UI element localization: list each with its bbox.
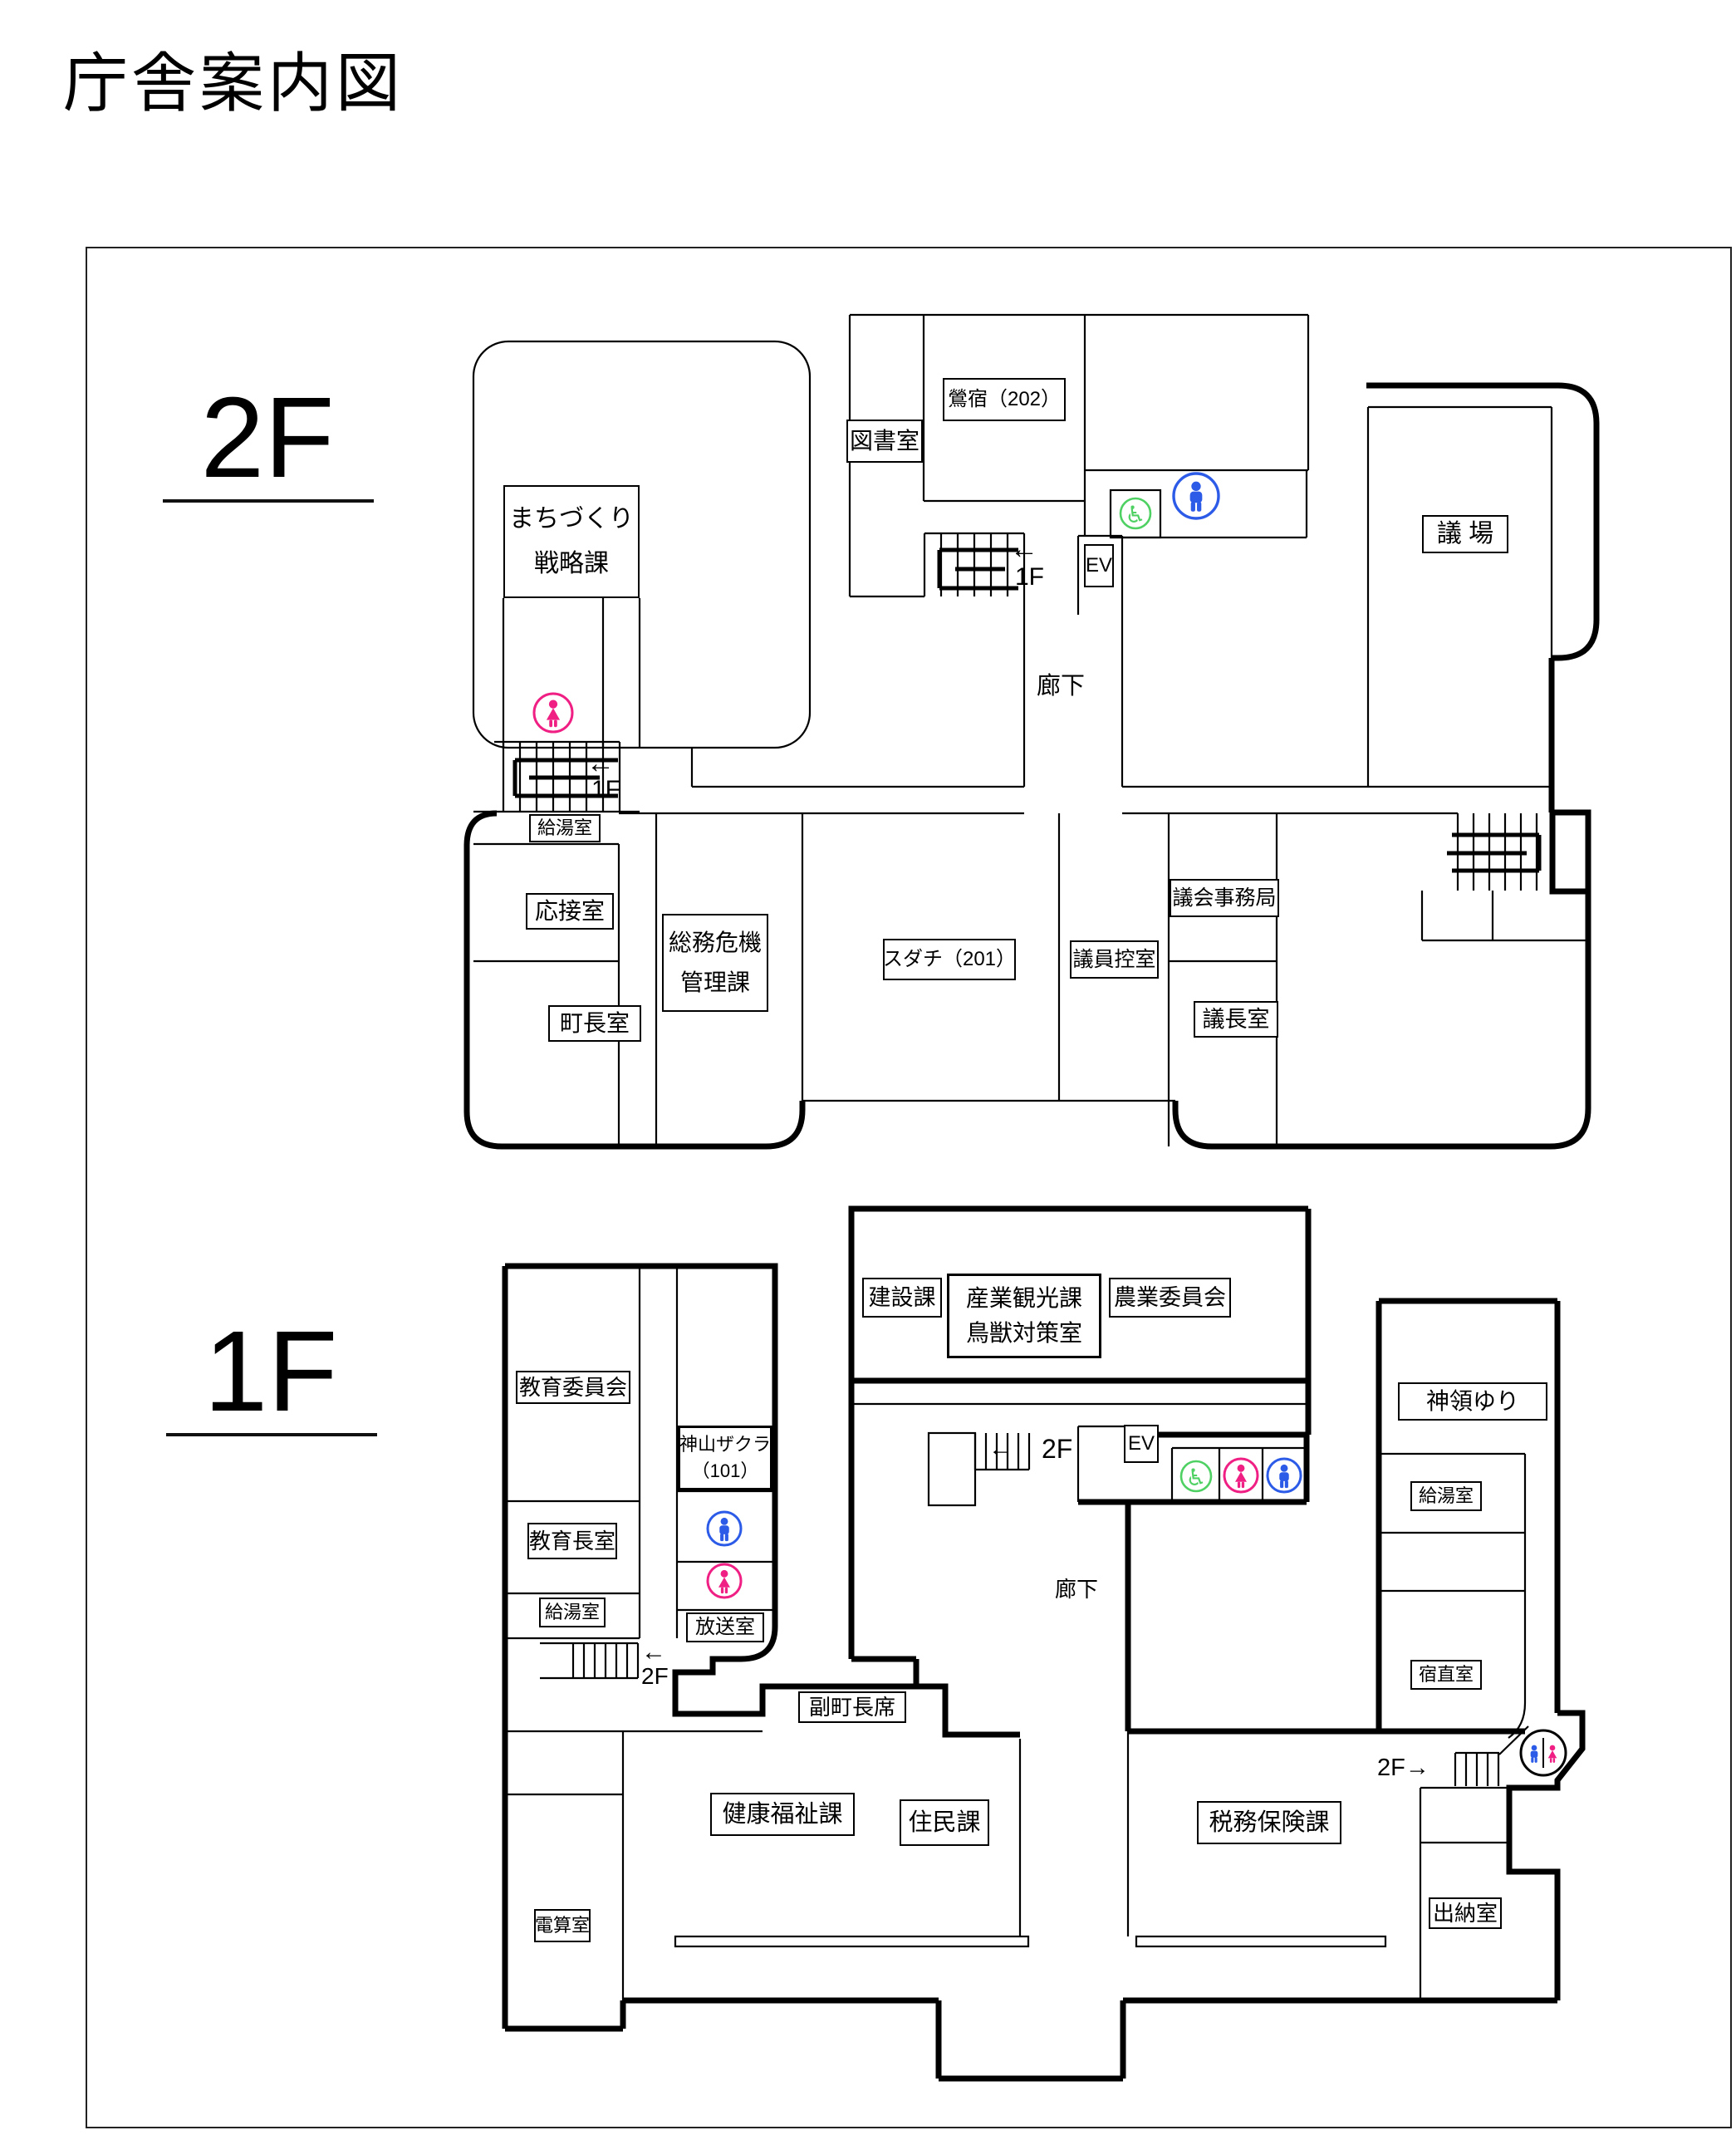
room-kyoiku-iinkai: 教育委員会 xyxy=(516,1371,630,1404)
room-kensetsuka: 建設課 xyxy=(862,1278,942,1318)
stairs-1f-center-floor: 2F xyxy=(1042,1434,1073,1464)
men-toilet-icon xyxy=(706,1510,743,1547)
floor2-icons: ♿ xyxy=(532,472,1220,734)
floor1-icons: ♿ xyxy=(706,1457,1567,1777)
room-library: 図書室 xyxy=(846,420,923,463)
svg-text:♿: ♿ xyxy=(1185,1465,1206,1490)
room-shukuchoku: 宿直室 xyxy=(1410,1660,1482,1690)
floor2-walls xyxy=(472,313,1588,1146)
room-kamiyama-zakura-101: 神山ザクラ （101） xyxy=(678,1426,772,1490)
wheelchair-icon: ♿ xyxy=(1119,497,1152,530)
room-gikai-jimukyoku: 議会事務局 xyxy=(1170,879,1279,917)
room-ohshuku-202: 鶯宿（202） xyxy=(943,378,1066,421)
floor1-heading-underline xyxy=(166,1433,377,1436)
room-densan: 電算室 xyxy=(534,1909,591,1942)
stairs-1f-left-treads xyxy=(571,1643,640,1678)
stairs-2f-right-landing xyxy=(1549,809,1591,895)
floor1-heading: 1F xyxy=(204,1308,338,1436)
unisex-toilet-icon xyxy=(1519,1729,1567,1777)
men-toilet-icon xyxy=(1172,472,1220,520)
wheelchair-stall-2f xyxy=(1109,488,1162,539)
room-zeimu-hokenka: 税務保険課 xyxy=(1197,1801,1341,1844)
room-nogyo-iinkai: 農業委員会 xyxy=(1109,1278,1231,1318)
stairs-2f-left-arrow: ← xyxy=(586,748,615,779)
elevator-2f: EV xyxy=(1084,544,1114,587)
stairs-2f-center-floor: 1F xyxy=(1015,563,1045,591)
svg-text:♿: ♿ xyxy=(1125,502,1145,528)
stairs-2f-left-floor: 1F xyxy=(591,776,621,803)
room-kyuto-1f-left: 給湯室 xyxy=(539,1598,606,1627)
stairs-1f-left-arrow: ← xyxy=(641,1638,666,1666)
room-kenko-fukushika: 健康福祉課 xyxy=(710,1793,855,1836)
floor2-heading-underline xyxy=(163,499,374,503)
room-shinryo-yuri: 神領ゆり xyxy=(1398,1382,1547,1421)
room-sangyo-kankoka: 産業観光課 鳥獣対策室 xyxy=(947,1274,1101,1358)
room-reception: 応接室 xyxy=(526,893,614,930)
stairs-1f-left-floor: 2F xyxy=(641,1663,669,1689)
floor1-walls xyxy=(505,1266,1529,2000)
room-giin-hikaeshitsu: 議員控室 xyxy=(1070,940,1159,979)
floor2-heading: 2F xyxy=(200,374,335,502)
room-kyuto-1f-right: 給湯室 xyxy=(1410,1481,1482,1511)
elevator-1f: EV xyxy=(1124,1425,1159,1463)
room-hoso: 放送室 xyxy=(686,1612,764,1642)
corridor-1f-walls xyxy=(1018,1731,1130,1936)
floor1-outer-walls xyxy=(502,1205,1586,2082)
chamber-room-walls xyxy=(1366,405,1553,812)
room-sudachi-201: スダチ（201） xyxy=(883,939,1016,980)
men-toilet-icon xyxy=(1266,1457,1302,1494)
stairs-1f-center-landing xyxy=(927,1431,977,1507)
corridor-2f-label: 廊下 xyxy=(1037,673,1086,699)
women-toilet-icon xyxy=(532,692,574,734)
room-gicho: 議長室 xyxy=(1194,1001,1278,1038)
corridor-2f-walls xyxy=(1022,536,1124,787)
room-council-chamber: 議 場 xyxy=(1422,515,1508,553)
room-fukuchocho-seki: 副町長席 xyxy=(798,1691,906,1723)
room-machizukuri-senryakuka: まちづくり 戦略課 xyxy=(503,485,640,598)
stairs-1f-center-treads xyxy=(973,1433,1031,1471)
floor2-northwest-wing xyxy=(472,340,812,749)
stairs-1f-right-treads xyxy=(1454,1753,1500,1786)
room-juminka: 住民課 xyxy=(900,1799,989,1846)
room-mayor: 町長室 xyxy=(548,1005,641,1042)
floor2-outer-walls xyxy=(463,382,1600,1150)
service-counter-left xyxy=(674,1935,1030,1948)
stairs-1f-right-label: 2F→ xyxy=(1377,1755,1430,1781)
service-counter-right xyxy=(1135,1935,1387,1948)
women-toilet-icon xyxy=(1223,1457,1259,1494)
corridor-1f-label: 廊下 xyxy=(1055,1577,1099,1602)
wheelchair-icon: ♿ xyxy=(1179,1460,1213,1493)
women-toilet-icon xyxy=(706,1563,743,1599)
stairs-1f-center-arrow: ← xyxy=(988,1435,1013,1462)
stair-rails xyxy=(512,547,1542,873)
room-somu-kiki-kanrika: 総務危機 管理課 xyxy=(662,914,768,1012)
room-kyoikucho: 教育長室 xyxy=(527,1523,617,1559)
room-kyuto-2f: 給湯室 xyxy=(529,814,601,842)
map-frame xyxy=(86,247,1732,2128)
page-title: 庁舎案内図 xyxy=(63,47,405,120)
stairs-2f-center-arrow: ← xyxy=(1010,533,1038,565)
room-suito: 出納室 xyxy=(1429,1897,1502,1929)
